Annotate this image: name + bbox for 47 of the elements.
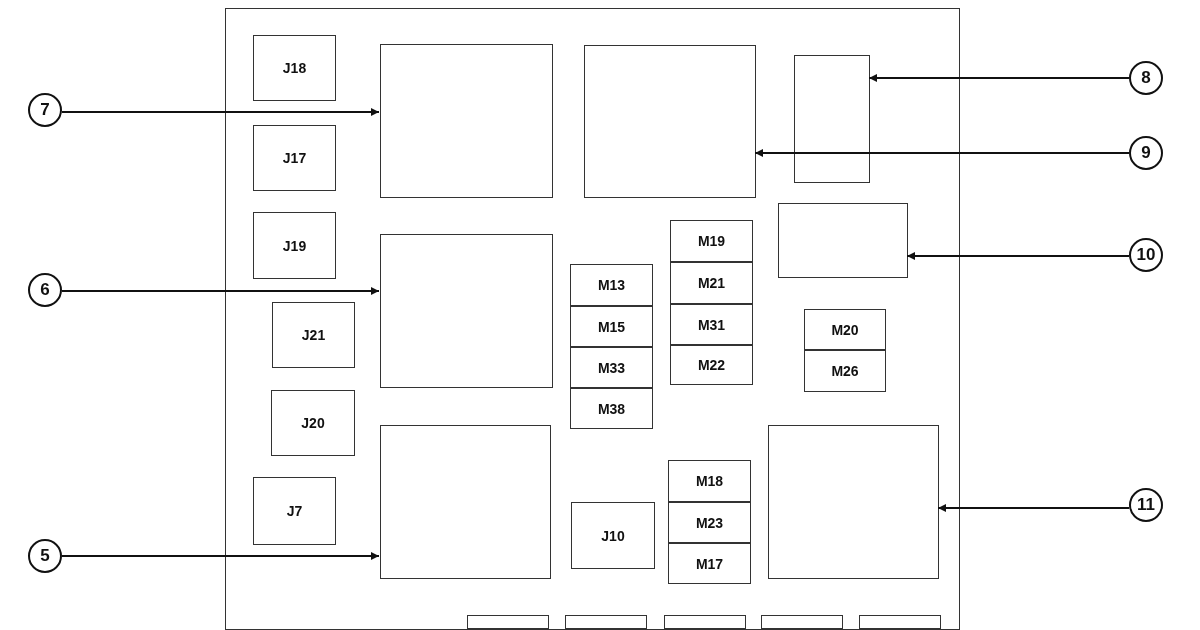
fuse-slot: J21 — [272, 302, 355, 368]
leader-arrow — [61, 287, 380, 295]
fuse-slot: M23 — [668, 502, 751, 543]
fuse-slot: J10 — [571, 502, 655, 569]
fuse-slot: M22 — [670, 345, 753, 385]
fuse-slot: M20 — [804, 309, 886, 350]
fuse-slot: M31 — [670, 304, 753, 345]
callout-number: 11 — [1129, 488, 1163, 522]
panel-outline — [225, 8, 960, 630]
fuse-slot: J18 — [253, 35, 336, 101]
empty-slot — [768, 425, 939, 579]
fuse-slot: J7 — [253, 477, 336, 545]
empty-slot — [794, 55, 870, 183]
callout-number: 7 — [28, 93, 62, 127]
fuse-slot: M15 — [570, 306, 653, 347]
empty-slot — [565, 615, 647, 629]
leader-arrow — [868, 74, 1130, 82]
empty-slot — [859, 615, 941, 629]
fuse-slot: M26 — [804, 350, 886, 392]
fuse-slot: M38 — [570, 388, 653, 429]
empty-slot — [761, 615, 843, 629]
fuse-slot: J20 — [271, 390, 355, 456]
fuse-slot: M13 — [570, 264, 653, 306]
empty-slot — [380, 234, 553, 388]
leader-arrow — [906, 252, 1130, 260]
fuse-slot: M21 — [670, 262, 753, 304]
leader-arrow — [754, 149, 1130, 157]
fuse-slot: J17 — [253, 125, 336, 191]
callout-number: 6 — [28, 273, 62, 307]
callout-number: 5 — [28, 539, 62, 573]
fuse-slot: M19 — [670, 220, 753, 262]
leader-arrow — [937, 504, 1130, 512]
empty-slot — [380, 425, 551, 579]
fuse-slot: M33 — [570, 347, 653, 388]
fuse-slot: M18 — [668, 460, 751, 502]
empty-slot — [467, 615, 549, 629]
fuse-slot: J19 — [253, 212, 336, 279]
empty-slot — [584, 45, 756, 198]
empty-slot — [380, 44, 553, 198]
empty-slot — [664, 615, 746, 629]
leader-arrow — [61, 552, 380, 560]
leader-arrow — [61, 108, 380, 116]
callout-number: 9 — [1129, 136, 1163, 170]
empty-slot — [778, 203, 908, 278]
fuse-slot: M17 — [668, 543, 751, 584]
callout-number: 8 — [1129, 61, 1163, 95]
callout-number: 10 — [1129, 238, 1163, 272]
